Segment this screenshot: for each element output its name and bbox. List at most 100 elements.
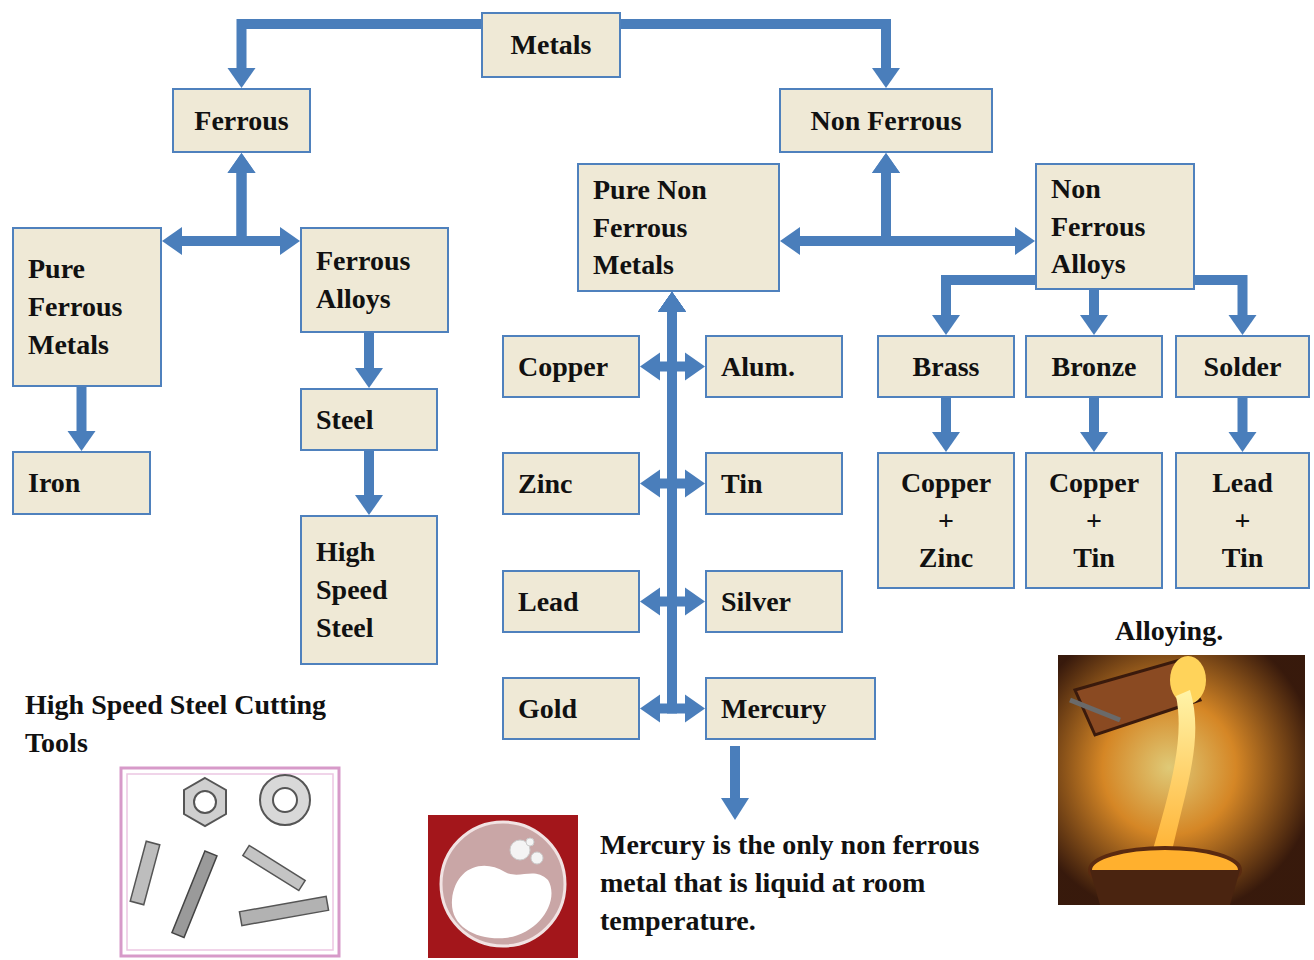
arrow-head [162,227,182,255]
connector-arrow [640,292,686,498]
arrow-head [1229,315,1257,335]
arrow-shaft [941,398,951,434]
metal-box: Zinc [502,452,640,515]
arrow-head [355,368,383,388]
arrow-head [872,153,900,173]
connector-arrow [658,292,705,616]
mercury-picture-part [452,866,552,938]
box-label: Solder [1204,348,1282,386]
arrow-shaft [1089,290,1099,317]
box-label: Metals [511,26,592,64]
arrow-head [228,153,256,173]
metal-box: Non Ferrous Alloys [1035,163,1195,290]
box-label: Pure Non Ferrous Metals [593,171,770,284]
connector-arrow [640,292,686,723]
connector-arrow [1080,290,1108,335]
box-label: Lead [518,583,630,621]
metal-box: Brass [877,335,1015,398]
mercury-picture [428,815,578,958]
connector-arrow [355,451,383,515]
metal-box: Ferrous Alloys [300,227,449,333]
metal-box: Tin [705,452,843,515]
connector-arrow [228,24,482,88]
tools-picture-part [273,788,297,812]
alloying-picture [1058,655,1305,905]
metal-box: Copper + Zinc [877,452,1015,589]
metal-box: Non Ferrous [779,88,993,153]
arrow-head [68,431,96,451]
metal-box: Mercury [705,677,876,740]
arrow-shaft [621,24,886,70]
arrow-head [1080,432,1108,452]
metal-box: Steel [300,388,438,451]
mercury-picture-part [428,815,578,958]
arrow-shaft [364,451,374,497]
arrow-head [1229,432,1257,452]
arrow-head [780,227,800,255]
arrow-head [640,588,660,616]
arrow-head [658,292,686,312]
box-label: Silver [721,583,833,621]
arrow-head [640,470,660,498]
arrow-head [658,292,686,312]
arrow-head [872,153,900,173]
box-label: Non Ferrous [810,102,961,140]
connector-arrow [658,292,705,723]
caption-note: Alloying. [1115,612,1295,650]
tools-picture-part [260,775,310,825]
box-label: Pure Ferrous Metals [28,250,152,363]
arrow-head [685,470,705,498]
box-label: Copper [518,348,630,386]
arrow-shaft [242,171,283,241]
arrow-head [685,695,705,723]
arrow-head [658,292,686,312]
metal-box: Pure Non Ferrous Metals [577,163,780,292]
arrow-head [932,432,960,452]
arrow-head [932,315,960,335]
metal-box: Iron [12,451,151,515]
box-label: Copper + Zinc [887,464,1005,577]
metal-box: High Speed Steel [300,515,438,665]
box-label: Steel [316,401,428,439]
metal-box: Gold [502,677,640,740]
tools-picture-part [172,851,217,937]
arrow-head [658,292,686,312]
arrow-shaft [364,333,374,370]
connector-arrow [658,292,705,381]
arrow-head [640,353,660,381]
arrow-shaft [1089,398,1099,434]
metal-box: Alum. [705,335,843,398]
metal-box: Lead [502,570,640,633]
tools-picture-part [127,774,333,950]
alloying-picture-part [1058,655,1305,905]
metal-box: Bronze [1025,335,1163,398]
metal-box: Metals [481,12,621,78]
box-label: Ferrous [194,102,288,140]
arrow-shaft [798,171,886,241]
mercury-picture-part [526,838,534,846]
arrow-head [228,68,256,88]
tools-picture-part [184,778,226,826]
arrow-head [685,588,705,616]
arrow-shaft [946,280,1035,317]
arrow-shaft [242,24,482,70]
connector-arrow [640,292,686,381]
box-label: Lead + Tin [1185,464,1300,577]
box-label: Tin [721,465,833,503]
metal-box: Pure Ferrous Metals [12,227,162,387]
caption-note: Mercury is the only non ferrous metal th… [600,826,1020,939]
connector-arrow [228,153,301,255]
metal-box: Solder [1175,335,1310,398]
box-label: Zinc [518,465,630,503]
mercury-picture-part [441,822,565,946]
metal-box: Ferrous [172,88,311,153]
connector-arrow [1195,280,1257,335]
connector-arrow [68,387,96,451]
box-label: Non Ferrous Alloys [1051,170,1185,283]
arrow-shaft [672,310,687,709]
box-label: Iron [28,464,141,502]
leader-head [721,798,749,820]
metal-box: Lead + Tin [1175,452,1310,589]
arrow-head [658,292,686,312]
connector-arrow [355,333,383,388]
